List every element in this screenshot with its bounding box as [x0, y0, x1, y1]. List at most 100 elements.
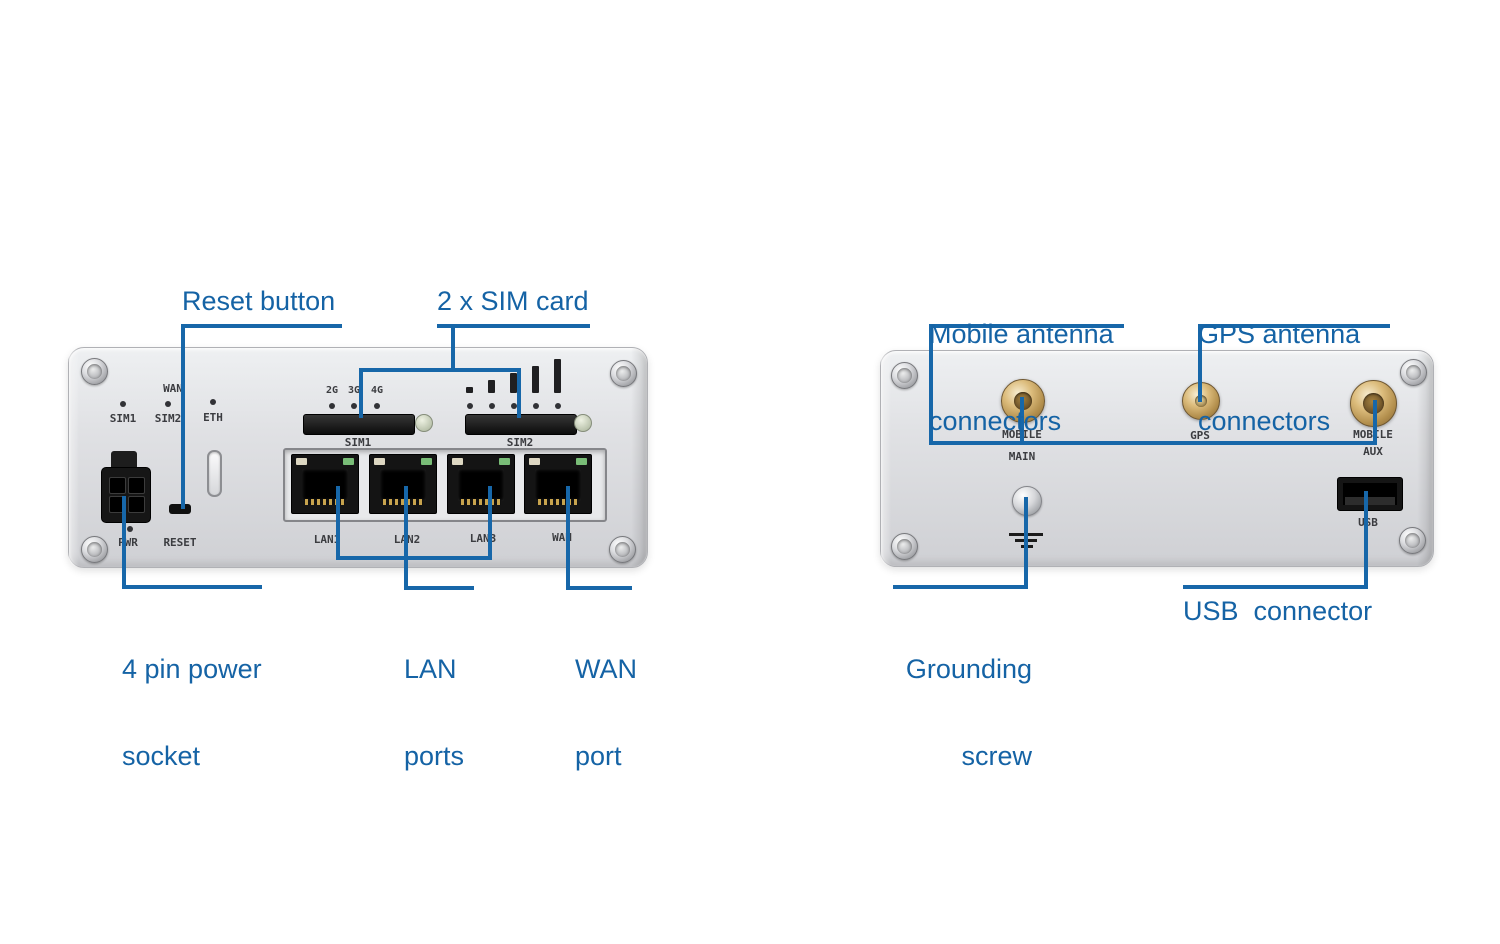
sim-eject-slit — [207, 450, 222, 497]
power-socket-tab — [111, 451, 137, 471]
screw-icon — [891, 533, 918, 560]
callout-text-power-line1: 4 pin power — [122, 654, 262, 684]
screw-icon — [81, 358, 108, 385]
callout-text-sim: 2 x SIM card — [437, 286, 589, 316]
callout-text-power: 4 pin power socket — [122, 597, 262, 829]
callout-line-reset — [182, 324, 342, 328]
lan3-port — [447, 454, 515, 514]
callout-line-lan — [404, 486, 408, 590]
callout-line-wan — [566, 586, 632, 590]
signal-led — [467, 403, 473, 409]
port-led-icon — [343, 458, 354, 465]
callout-text-mobile-line1: Mobile antenna — [929, 319, 1114, 349]
callout-line-gps — [1198, 324, 1390, 328]
gen-2g-led — [329, 403, 335, 409]
callout-text-reset: Reset button — [182, 286, 336, 316]
router-back-panel — [880, 350, 1434, 567]
port-led-icon — [374, 458, 385, 465]
port-led-icon — [576, 458, 587, 465]
reset-button — [169, 504, 191, 514]
usb-port — [1337, 477, 1403, 511]
eth-led — [210, 399, 216, 405]
mobile-main-label-2: MAIN — [1008, 450, 1036, 463]
signal-bar-icon — [488, 380, 495, 393]
lan3-port-label: LAN3 — [469, 532, 497, 545]
port-led-icon — [499, 458, 510, 465]
port-led-icon — [296, 458, 307, 465]
port-led-icon — [421, 458, 432, 465]
screw-icon — [891, 362, 918, 389]
signal-bar-icon — [532, 366, 539, 393]
callout-line-usb — [1364, 491, 1368, 589]
sim1-slot-label: SIM1 — [344, 436, 372, 449]
sim2-led — [165, 401, 171, 407]
reset-label: RESET — [163, 536, 197, 549]
screw-icon — [610, 360, 637, 387]
callout-line-sim — [517, 368, 521, 418]
callout-line-mobile — [929, 324, 933, 445]
signal-bar-icon — [510, 373, 517, 393]
signal-led — [533, 403, 539, 409]
callout-text-wan: WAN port — [575, 597, 637, 829]
callout-line-mobile — [1020, 397, 1024, 445]
callout-line-mobile — [929, 441, 1377, 445]
gen-4g-led — [374, 403, 380, 409]
screw-icon — [1400, 359, 1427, 386]
sim1-eject-button — [415, 414, 433, 432]
callout-text-gps: GPS antenna connectors — [1198, 262, 1360, 494]
sim2-led-label: SIM2 — [154, 412, 182, 425]
screw-icon — [1399, 527, 1426, 554]
pwr-label: PWR — [118, 536, 138, 549]
callout-line-usb — [1183, 585, 1368, 589]
callout-text-mobile: Mobile antenna connectors — [929, 262, 1114, 494]
callout-text-lan-line1: LAN — [404, 654, 457, 684]
callout-line-lan — [336, 556, 492, 560]
screw-icon — [81, 536, 108, 563]
lan1-port — [291, 454, 359, 514]
callout-text-ground-line2: screw — [961, 741, 1032, 771]
gps-label: GPS — [1190, 429, 1210, 442]
callout-text-lan-line2: ports — [404, 741, 465, 771]
signal-bar-icon — [554, 359, 561, 393]
wan-port-label: WAN — [552, 531, 572, 544]
callout-line-lan — [404, 586, 474, 590]
callout-line-ground — [893, 585, 1028, 589]
callout-line-wan — [566, 486, 570, 590]
port-led-icon — [529, 458, 540, 465]
callout-line-sim — [451, 324, 455, 372]
callout-line-lan — [488, 486, 492, 560]
callout-text-ground: Grounding screw — [862, 597, 1032, 829]
callout-line-sim — [359, 368, 363, 418]
gen-4g-label: 4G — [370, 385, 384, 396]
wan-port — [524, 454, 592, 514]
callout-text-mobile-line2: connectors — [929, 406, 1062, 436]
callout-line-sim — [359, 368, 521, 372]
gen-3g-led — [351, 403, 357, 409]
signal-led — [489, 403, 495, 409]
callout-line-lan — [336, 486, 340, 560]
lan2-port — [369, 454, 437, 514]
sim2-eject-button — [574, 414, 592, 432]
power-socket — [101, 467, 151, 523]
sim1-led — [120, 401, 126, 407]
callout-line-reset — [181, 324, 185, 509]
port-led-icon — [452, 458, 463, 465]
sim1-led-label: SIM1 — [109, 412, 137, 425]
callout-text-lan: LAN ports — [404, 597, 464, 829]
callout-line-power — [122, 585, 262, 589]
sim2-slot-label: SIM2 — [506, 436, 534, 449]
callout-text-wan-line1: WAN — [575, 654, 637, 684]
wan-led-label: WAN — [163, 382, 183, 395]
signal-led — [555, 403, 561, 409]
callout-text-gps-line2: connectors — [1198, 406, 1331, 436]
screw-icon — [609, 536, 636, 563]
mobile-aux-label-2: AUX — [1363, 445, 1383, 458]
callout-line-ground — [1024, 497, 1028, 589]
callout-line-mobile — [929, 324, 1124, 328]
sim2-slot — [465, 414, 577, 435]
usb-port-label: USB — [1358, 516, 1378, 529]
callout-text-gps-line1: GPS antenna — [1198, 319, 1361, 349]
eth-led-label: ETH — [203, 411, 223, 424]
callout-line-power — [122, 496, 126, 589]
